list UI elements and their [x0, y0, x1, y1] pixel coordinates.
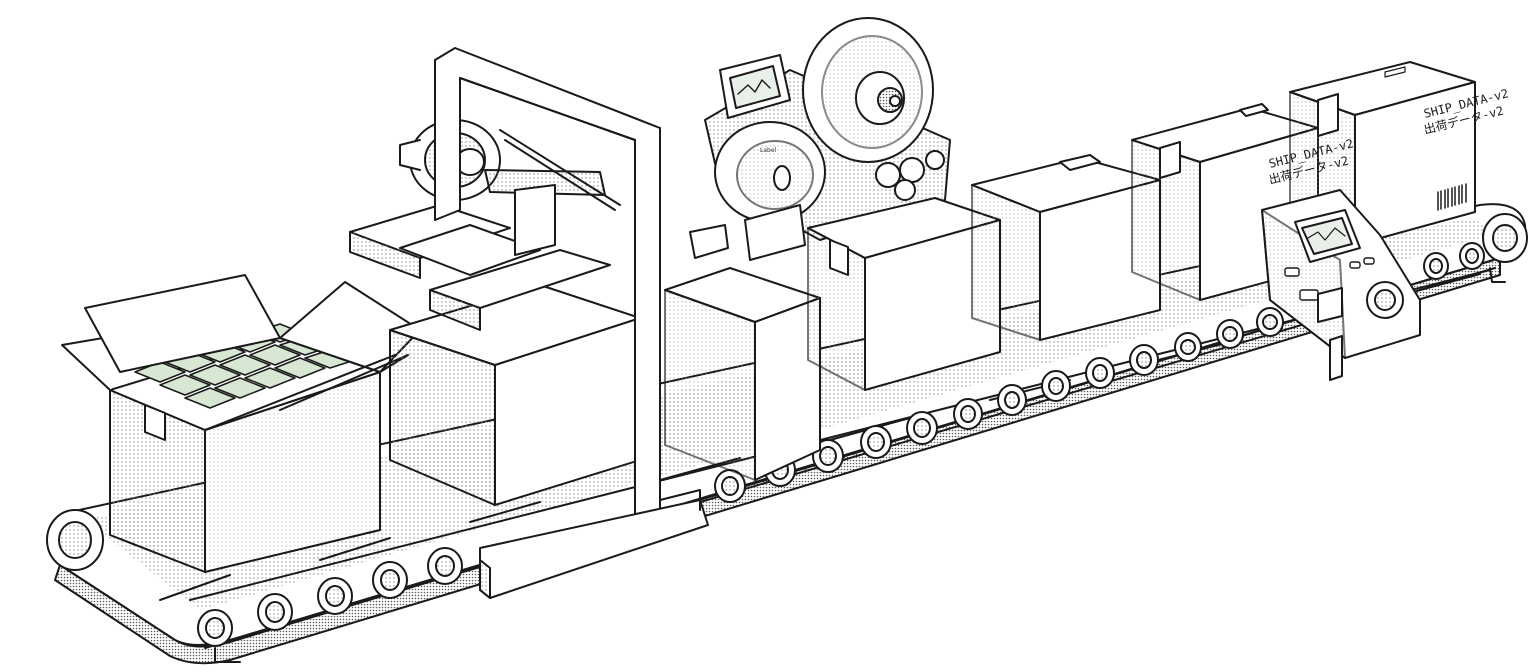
box-labeled-2: [1289, 61, 1476, 263]
box-closed-3: [971, 154, 1161, 341]
print-unit: [1261, 189, 1421, 381]
taping-machine: [349, 47, 729, 599]
barcode: [1437, 183, 1467, 211]
label-applicator: Label: [704, 17, 951, 261]
box-closed-1: [664, 267, 821, 481]
printer-screen: [1294, 209, 1361, 263]
box-closed-2: [807, 197, 1001, 391]
open-box: [61, 274, 421, 573]
product-tiles: [134, 323, 356, 409]
rollers: [197, 242, 1485, 647]
monitor-screen: [719, 54, 791, 119]
svg-text:Label: Label: [760, 147, 777, 154]
